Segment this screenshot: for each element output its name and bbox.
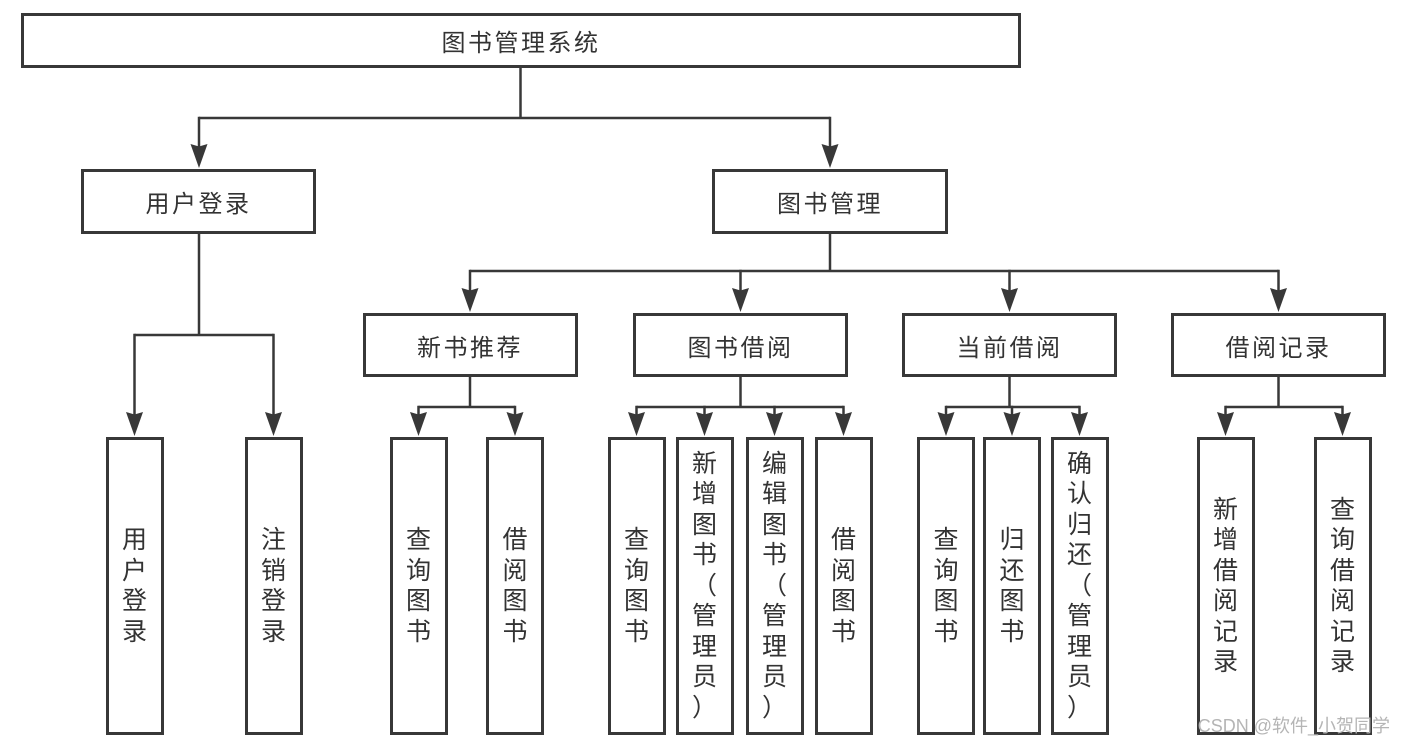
leaf-add-borrow-record: 新增借阅记录 [1196,437,1255,735]
leaf-query-book-1: 查询图书 [389,437,448,735]
leaf-logout-label: 注销登录 [260,526,286,646]
leaf-logout: 注销登录 [244,437,303,735]
leaf-user-login: 用户登录 [105,437,164,735]
leaf-edit-book-admin-label: 编辑图书（管理员） [761,449,787,722]
leaf-add-book-admin: 新增图书（管理员） [675,437,734,735]
leaf-add-borrow-record-label: 新增借阅记录 [1212,495,1238,677]
node-new-book-recommend-label: 新书推荐 [417,334,523,362]
leaf-query-book-2-label: 查询图书 [623,526,649,646]
leaf-return-book-label: 归还图书 [999,526,1025,646]
leaf-add-book-admin-label: 新增图书（管理员） [691,449,717,722]
node-root: 图书管理系统 [21,13,1021,68]
node-user-login-label: 用户登录 [145,191,252,218]
node-book-management-label: 图书管理 [777,191,883,218]
watermark-text: CSDN @软件_小贺同学 [1197,716,1390,736]
node-current-borrow: 当前借阅 [902,313,1117,377]
node-book-management: 图书管理 [712,169,948,234]
node-book-borrow-label: 图书借阅 [687,334,794,362]
leaf-query-book-3-label: 查询图书 [933,526,959,646]
leaf-query-book-2: 查询图书 [607,437,666,735]
leaf-borrow-book-1-label: 借阅图书 [502,526,528,646]
leaf-query-book-1-label: 查询图书 [405,526,431,646]
node-borrow-record-label: 借阅记录 [1225,334,1332,362]
leaf-return-book: 归还图书 [983,437,1041,735]
node-book-borrow: 图书借阅 [633,313,848,377]
leaf-borrow-book-1: 借阅图书 [486,437,544,735]
leaf-query-borrow-record: 查询借阅记录 [1313,437,1372,735]
leaf-query-book-3: 查询图书 [917,437,975,735]
node-user-login: 用户登录 [81,169,316,234]
leaf-confirm-return-admin: 确认归还（管理员） [1050,437,1109,735]
node-root-label: 图书管理系统 [441,30,601,57]
leaf-query-borrow-record-label: 查询借阅记录 [1329,495,1355,677]
leaf-user-login-label: 用户登录 [121,526,147,646]
leaf-borrow-book-2: 借阅图书 [814,437,873,735]
node-current-borrow-label: 当前借阅 [956,334,1063,362]
node-new-book-recommend: 新书推荐 [362,313,578,377]
leaf-edit-book-admin: 编辑图书（管理员） [745,437,804,735]
leaf-confirm-return-admin-label: 确认归还（管理员） [1066,449,1092,722]
node-borrow-record: 借阅记录 [1171,313,1386,377]
leaf-borrow-book-2-label: 借阅图书 [830,526,856,646]
